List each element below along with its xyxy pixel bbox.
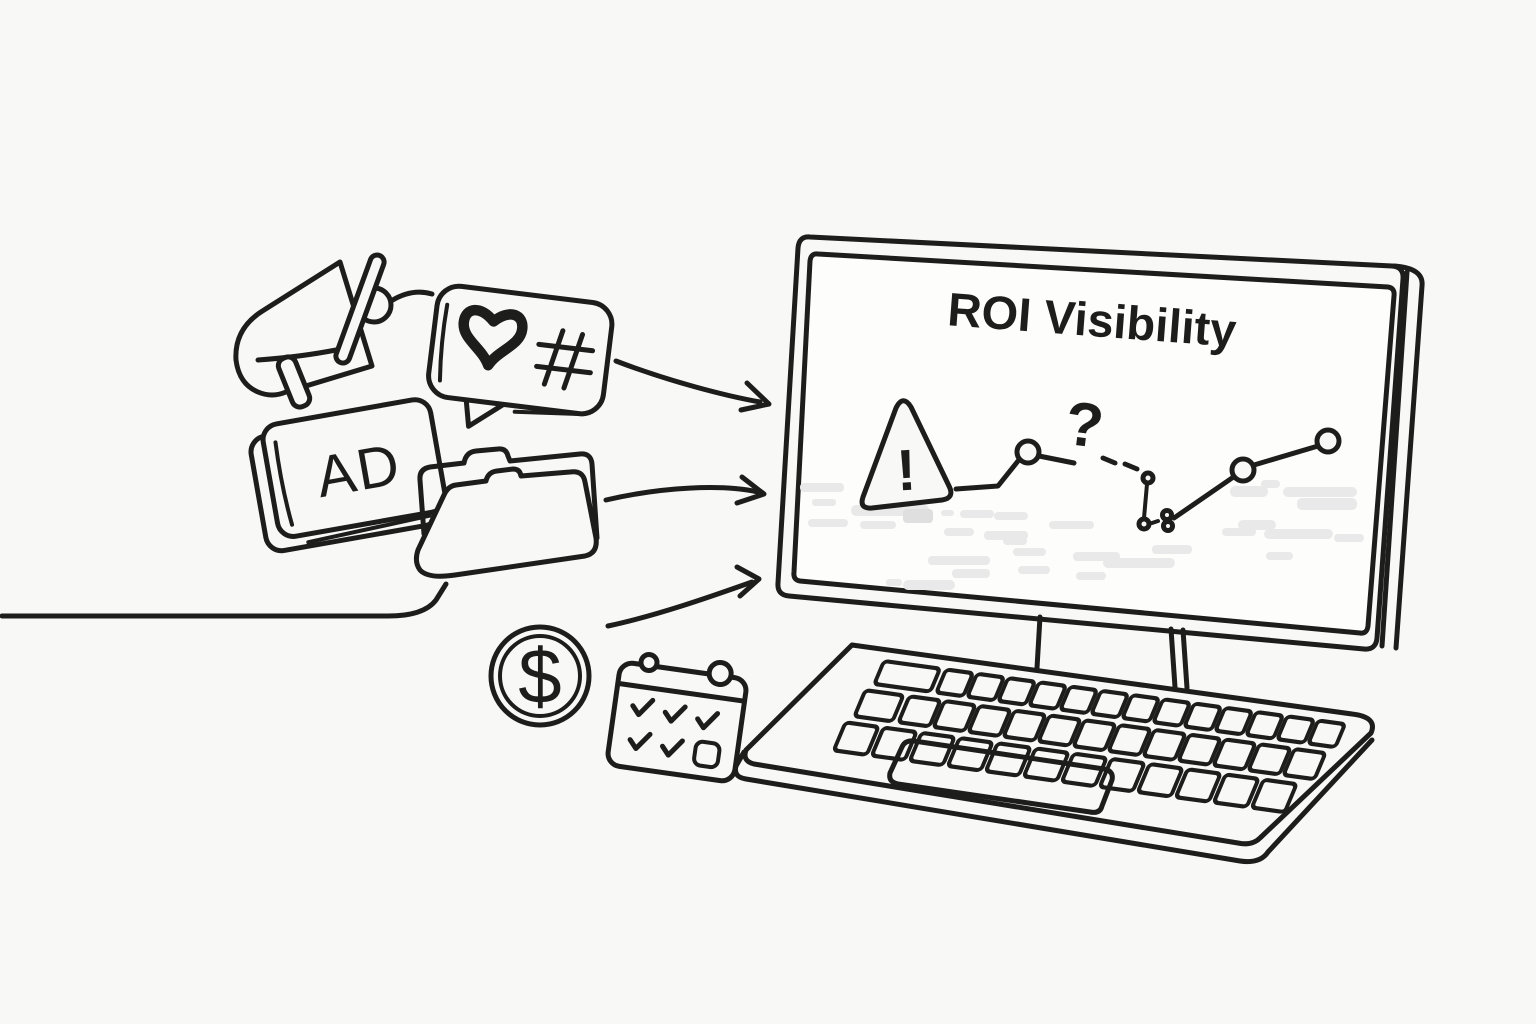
warning-exclamation: !: [895, 438, 918, 504]
dollar-coin-icon: $: [488, 624, 592, 728]
trend-line-chart: [953, 427, 1342, 533]
ad-card-label: AD: [311, 431, 406, 510]
calendar-header-line: [616, 681, 747, 704]
laptop-trackpad: [887, 738, 1115, 815]
key-row-1: [873, 659, 1346, 749]
megaphone-rim: [333, 252, 387, 366]
screen-content: ROI Visibility ! ?: [800, 282, 1364, 590]
trend-node-small: [1136, 516, 1152, 532]
ad-card-front: [260, 397, 448, 539]
social-bubble-icon: [426, 283, 615, 429]
trend-node-small: [1161, 519, 1175, 533]
folder-icon: [413, 446, 600, 579]
trend-node-small: [1160, 508, 1174, 522]
laptop-stand: [1034, 614, 1190, 691]
continuous-line: [0, 581, 449, 619]
heart-icon: [458, 304, 528, 371]
warning-icon: !: [859, 398, 954, 511]
flow-arrow-top: [613, 358, 772, 413]
question-mark: ?: [1061, 389, 1107, 462]
megaphone-handle: [275, 354, 313, 410]
calendar-ring-right: [706, 660, 734, 688]
flow-arrow-bottom: [605, 564, 762, 629]
trend-node: [1014, 438, 1042, 466]
flow-arrow-middle: [603, 474, 767, 506]
calendar-body: [605, 660, 749, 784]
placeholder-text-bars: [800, 480, 1364, 590]
trend-node: [1314, 427, 1342, 455]
laptop-keyboard: [832, 659, 1346, 814]
trend-node: [1229, 456, 1257, 484]
hashtag-icon: [534, 328, 596, 391]
folder-back: [417, 446, 600, 541]
folder-front: [413, 466, 599, 579]
dollar-symbol: $: [518, 632, 561, 720]
ad-card: AD: [248, 397, 448, 554]
motion-curve: [388, 289, 435, 304]
key-row-2: [853, 688, 1327, 781]
screen-display: [791, 251, 1397, 636]
calendar-empty-checkbox: [692, 739, 722, 770]
calendar-ring-left: [638, 652, 660, 674]
question-symbol: ?: [1061, 389, 1107, 462]
calendar-icon: [605, 652, 749, 784]
screen-edge-depth-inner: [1379, 269, 1410, 649]
trend-node-small: [1140, 470, 1156, 486]
laptop: ROI Visibility ! ?: [733, 234, 1425, 865]
megaphone-icon: [233, 252, 394, 410]
calendar-checkmarks: [627, 697, 722, 770]
